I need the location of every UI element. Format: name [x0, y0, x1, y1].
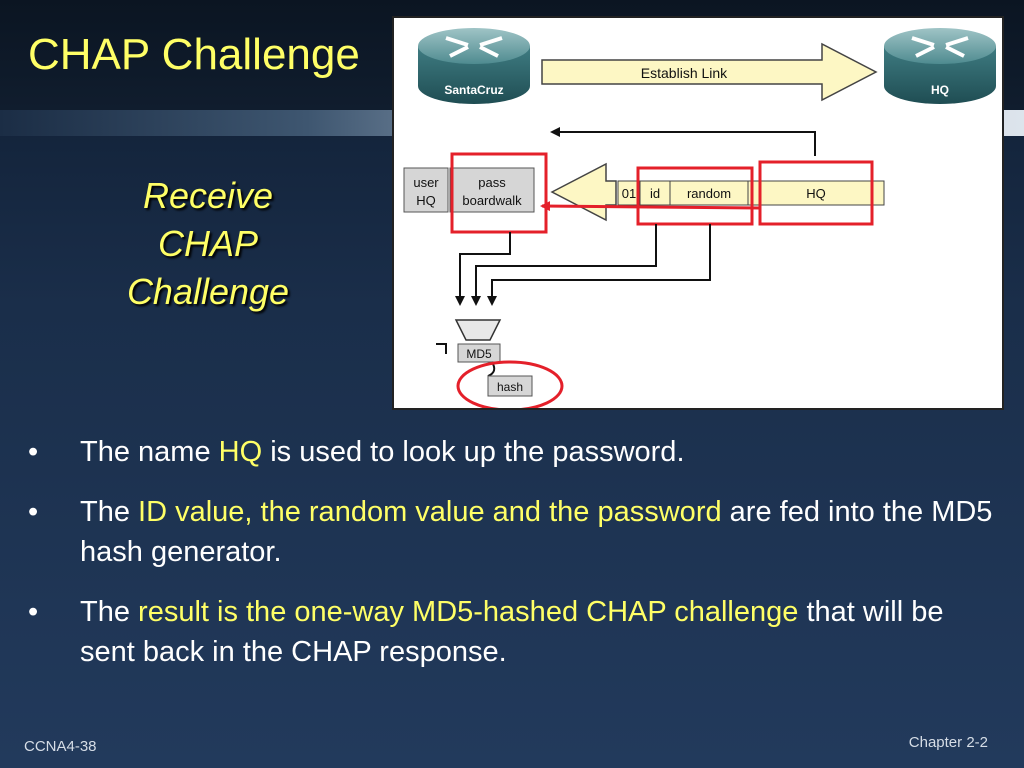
hash-callout-circle: [456, 360, 564, 408]
establish-link-label: Establish Link: [641, 65, 728, 81]
chap-diagram: SantaCruz HQ Establish Link user HQ pass…: [392, 16, 1004, 410]
router-hq-label: HQ: [931, 83, 949, 97]
bullet-1-highlight: HQ: [218, 436, 263, 468]
footer-slide-id: CCNA4-38: [24, 738, 97, 755]
password-database: user HQ pass boardwalk: [403, 167, 535, 213]
packet-id: id: [650, 186, 660, 201]
bullet-item: • The result is the one-way MD5-hashed C…: [28, 592, 998, 672]
bullet-marker: •: [28, 596, 39, 628]
bullet-1-text-a: The name: [80, 436, 219, 468]
callout-name-box: [758, 160, 874, 226]
bullet-2-text-b: are fed into the MD5 hash generator.: [80, 496, 993, 568]
bullet-item: • The name HQ is used to look up the pas…: [28, 432, 998, 472]
packet-name: HQ: [806, 186, 826, 201]
callout-id-random-box: [636, 166, 754, 226]
establish-link-arrow: Establish Link: [541, 42, 878, 102]
lookup-arrow: [540, 201, 761, 212]
footer-chapter: Chapter 2-2: [908, 734, 988, 751]
packet-random: random: [687, 186, 731, 201]
subtitle-line-1: Receive: [142, 175, 274, 216]
bullet-3-text-a: The: [80, 596, 139, 628]
bullet-1-text-b: is used to look up the password.: [262, 436, 685, 468]
router-hq-icon: HQ: [884, 28, 996, 104]
router-santacruz-icon: SantaCruz: [418, 28, 530, 104]
bullet-marker: •: [28, 496, 39, 528]
slide-subtitle: Receive CHAP Challenge: [88, 172, 328, 316]
bullet-list: • The name HQ is used to look up the pas…: [28, 432, 998, 692]
bullet-3-text-b: that will be sent back in the CHAP respo…: [80, 596, 944, 668]
packet-code: 01: [622, 186, 636, 201]
db-pass-header: pass: [478, 175, 506, 190]
password-feed-arrow: [455, 232, 511, 306]
db-user-value: HQ: [416, 193, 436, 208]
id-feed-arrow: [471, 224, 657, 306]
md5-hasher: MD5: [436, 319, 502, 377]
db-pass-value: boardwalk: [462, 193, 522, 208]
bullet-3-highlight: result is the one-way MD5-hashed CHAP ch…: [138, 596, 799, 628]
challenge-return-arrow: [550, 127, 816, 156]
subtitle-line-3: Challenge: [126, 271, 290, 312]
hash-output: hash: [456, 360, 564, 408]
challenge-packet: 01 id random HQ: [550, 162, 885, 222]
md5-label: MD5: [466, 347, 492, 361]
bullet-marker: •: [28, 436, 39, 468]
hash-label: hash: [497, 380, 523, 394]
bullet-2-highlight: ID value, the random value and the passw…: [138, 496, 722, 528]
chap-diagram-svg: SantaCruz HQ Establish Link user HQ pass…: [403, 28, 996, 408]
random-feed-arrow: [487, 224, 711, 306]
subtitle-line-2: CHAP: [157, 223, 259, 264]
router-santacruz-label: SantaCruz: [444, 83, 503, 97]
bullet-item: • The ID value, the random value and the…: [28, 492, 998, 572]
slide-title: CHAP Challenge: [28, 30, 360, 79]
db-user-header: user: [413, 175, 439, 190]
callout-password-box: [450, 152, 548, 234]
bullet-2-text-a: The: [80, 496, 139, 528]
